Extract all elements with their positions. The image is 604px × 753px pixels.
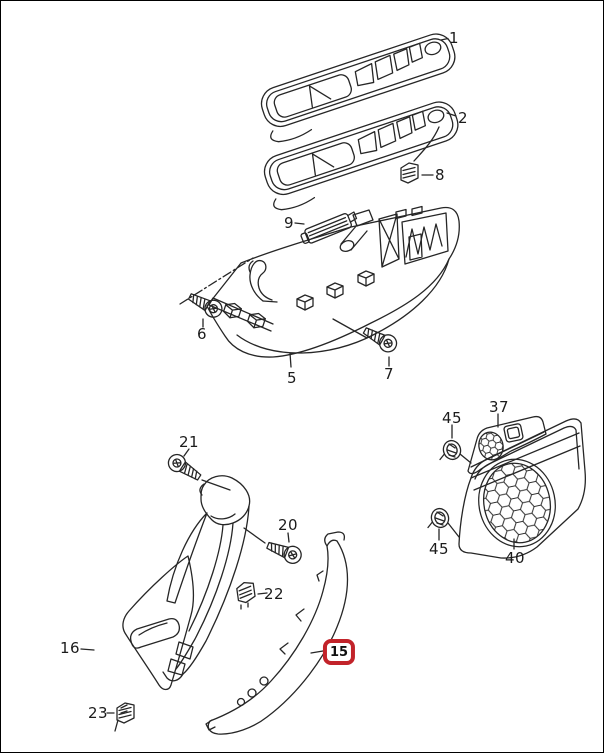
highlight-badge-15: 15 bbox=[322, 639, 356, 665]
part-6-screw-drawing bbox=[179, 257, 254, 328]
part-label-9: 9 bbox=[283, 214, 295, 232]
part-1-switch-trim-drawing bbox=[255, 28, 465, 146]
part-8-clip-drawing bbox=[400, 162, 434, 184]
highlight-badge-15-text: 15 bbox=[329, 644, 349, 660]
part-label-45-upper: 45 bbox=[441, 409, 463, 427]
part-label-20: 20 bbox=[277, 516, 299, 534]
part-label-2: 2 bbox=[457, 109, 469, 127]
part-40-speaker-grille-drawing bbox=[458, 418, 586, 559]
part-45-rivet-lower-drawing bbox=[427, 505, 460, 541]
part-label-23: 23 bbox=[87, 704, 109, 722]
part-label-37: 37 bbox=[488, 398, 510, 416]
part-label-45-lower: 45 bbox=[428, 540, 450, 558]
part-label-5: 5 bbox=[286, 369, 298, 387]
part-label-21: 21 bbox=[178, 433, 200, 451]
part-9-contact-block-drawing bbox=[294, 211, 358, 244]
part-label-7: 7 bbox=[383, 365, 395, 383]
part-label-1: 1 bbox=[448, 29, 460, 47]
part-label-40: 40 bbox=[504, 549, 526, 567]
part-label-16: 16 bbox=[59, 639, 81, 657]
part-label-6: 6 bbox=[196, 325, 208, 343]
part-20-screw-drawing bbox=[264, 532, 305, 567]
part-5-armrest-carrier-drawing bbox=[206, 205, 460, 368]
part-21-screw-drawing bbox=[164, 448, 205, 486]
part-22-clip-drawing bbox=[235, 580, 268, 610]
part-label-22: 22 bbox=[263, 585, 285, 603]
part-2-switch-trim-drawing bbox=[258, 96, 468, 214]
part-label-8: 8 bbox=[434, 166, 446, 184]
part-7-screw-drawing bbox=[360, 322, 401, 367]
part-16-handle-trim-drawing bbox=[80, 475, 266, 691]
part-23-clip-drawing bbox=[106, 702, 135, 732]
part-15-trim-strip-drawing bbox=[205, 531, 349, 735]
part-45-rivet-upper-drawing bbox=[439, 424, 472, 464]
